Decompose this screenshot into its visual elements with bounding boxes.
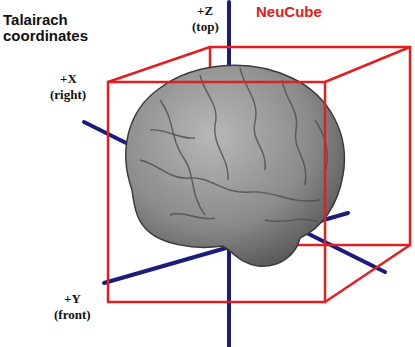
axis-direction: (top): [192, 20, 219, 34]
brain-shape: [126, 65, 345, 266]
axis-label: +X: [60, 72, 77, 86]
axis-label: +Y: [64, 292, 81, 306]
cube-front-edges: [108, 47, 410, 302]
axis-direction: (front): [54, 308, 91, 322]
axis-label: +Z: [197, 4, 213, 18]
axis-lines: [84, 2, 385, 347]
model-label: NeuCube: [256, 4, 322, 20]
coordinate-system-label: Talairach coordinates: [3, 12, 113, 44]
axis-direction: (right): [50, 88, 86, 102]
